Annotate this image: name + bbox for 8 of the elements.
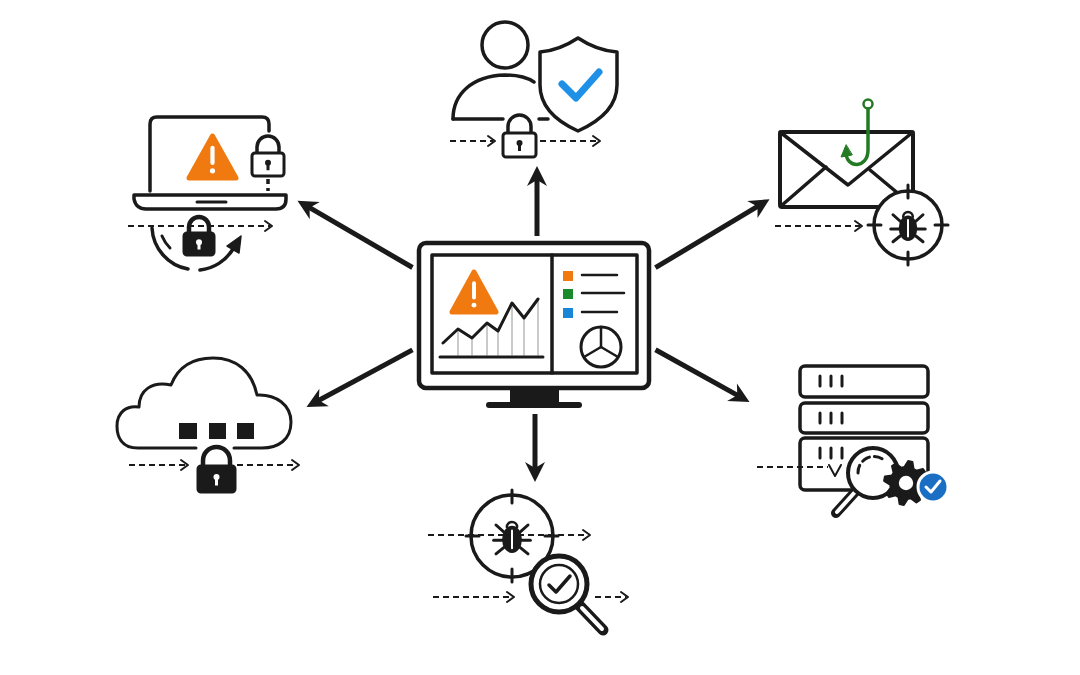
arrow <box>654 199 770 270</box>
arrow <box>306 347 414 407</box>
arrow <box>654 347 750 402</box>
arrow <box>527 166 547 236</box>
monitor-dashboard-icon <box>416 240 652 410</box>
arrow <box>525 414 545 482</box>
arrow <box>297 200 414 270</box>
cloud-lock-icon <box>113 354 303 496</box>
